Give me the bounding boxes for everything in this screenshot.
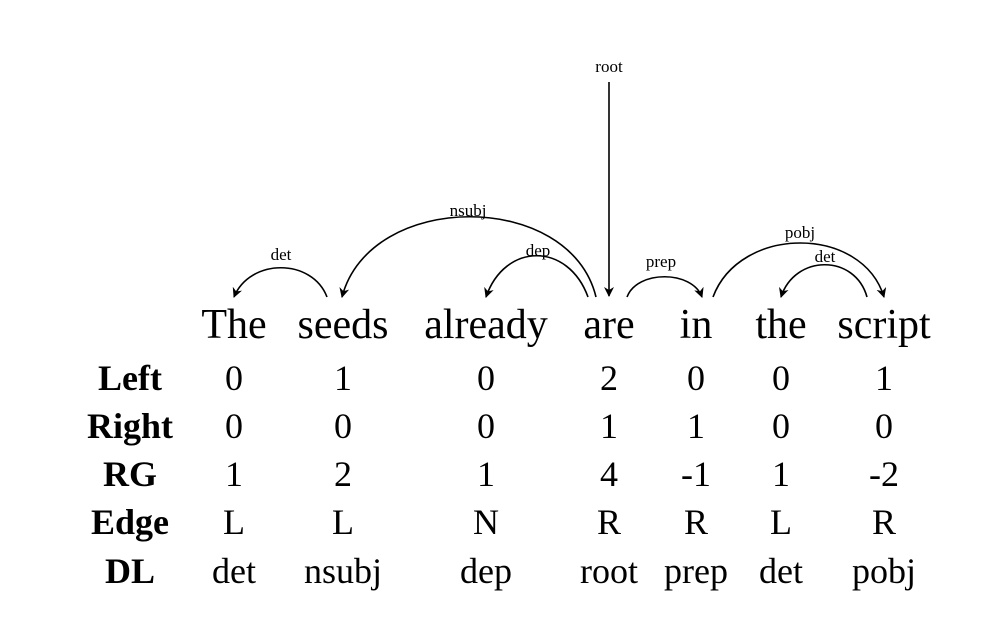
cell-rg-1: 2: [334, 454, 352, 494]
cell-left-3: 2: [600, 358, 618, 398]
word-script: script: [837, 302, 931, 348]
row-label-edge: Edge: [90, 502, 170, 542]
word-the-2: the: [755, 302, 807, 348]
cell-edge-0: L: [223, 502, 245, 542]
cell-left-0: 0: [225, 358, 243, 398]
cell-right-6: 0: [875, 406, 893, 446]
word-in: in: [679, 302, 713, 348]
word-already: already: [424, 302, 548, 348]
cell-edge-1: L: [332, 502, 354, 542]
cell-dl-6: pobj: [851, 551, 917, 591]
cell-rg-6: -2: [869, 454, 899, 494]
cell-rg-3: 4: [600, 454, 618, 494]
word-are: are: [583, 302, 635, 348]
cell-right-1: 0: [334, 406, 352, 446]
cell-edge-5: L: [770, 502, 792, 542]
arc-dep: [484, 254, 589, 298]
cell-edge-3: R: [596, 502, 622, 542]
cell-dl-0: det: [212, 551, 256, 591]
cell-right-2: 0: [477, 406, 495, 446]
cell-right-0: 0: [225, 406, 243, 446]
arc-label-det-1: det: [271, 245, 292, 264]
root-label: root: [595, 57, 623, 76]
cell-left-2: 0: [477, 358, 495, 398]
cell-left-6: 1: [875, 358, 893, 398]
row-label-left: Left: [98, 358, 162, 398]
cell-rg-4: -1: [681, 454, 711, 494]
cell-rg-2: 1: [477, 454, 495, 494]
arc-label-prep: prep: [646, 252, 676, 271]
word-the: The: [201, 302, 267, 348]
cell-rg-5: 1: [772, 454, 790, 494]
cell-rg-0: 1: [225, 454, 243, 494]
cell-left-1: 1: [334, 358, 352, 398]
cell-left-5: 0: [772, 358, 790, 398]
cell-dl-2: dep: [460, 551, 512, 591]
word-seeds: seeds: [297, 302, 389, 348]
cell-right-3: 1: [600, 406, 618, 446]
cell-right-4: 1: [687, 406, 705, 446]
cell-edge-6: R: [871, 502, 897, 542]
arc-label-pobj: pobj: [785, 223, 815, 242]
row-label-dl: DL: [104, 551, 156, 591]
cell-right-5: 0: [772, 406, 790, 446]
arc-det-2: [779, 264, 868, 298]
cell-dl-5: det: [759, 551, 803, 591]
arc-label-dep: dep: [526, 241, 551, 260]
cell-edge-2: N: [473, 502, 499, 542]
cell-dl-3: root: [580, 551, 638, 591]
arc-label-nsubj: nsubj: [450, 201, 487, 220]
arc-pobj: [712, 242, 887, 298]
arc-det-1: [232, 267, 328, 298]
cell-edge-4: R: [683, 502, 709, 542]
cell-dl-4: prep: [664, 551, 728, 591]
row-label-right: Right: [86, 406, 174, 446]
arc-label-det-2: det: [815, 247, 836, 266]
cell-left-4: 0: [687, 358, 705, 398]
arc-prep: [626, 276, 704, 298]
cell-dl-1: nsubj: [303, 551, 383, 591]
arc-nsubj: [339, 216, 597, 298]
row-label-rg: RG: [103, 454, 157, 494]
